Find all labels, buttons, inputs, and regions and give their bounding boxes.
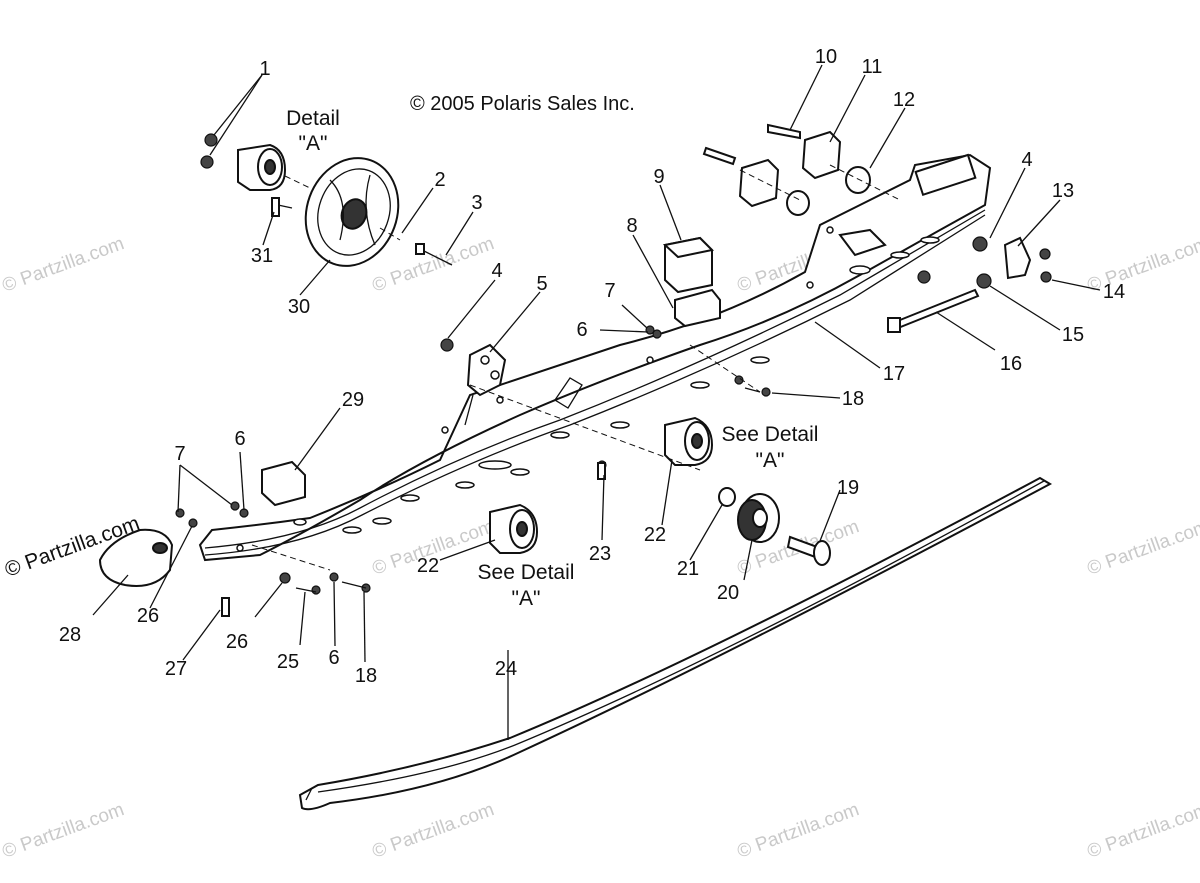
callout-16: 16 — [1000, 353, 1022, 375]
callout-labels: 1 2 3 4 4 5 6 6 6 7 7 8 9 10 11 12 13 14… — [59, 46, 1125, 687]
callout-29: 29 — [342, 389, 364, 411]
watermark: © Partzilla.com — [1085, 516, 1200, 580]
part-small-bracket — [1003, 236, 1032, 280]
callout-5: 5 — [536, 273, 547, 295]
callout-24: 24 — [495, 658, 517, 680]
callout-17: 17 — [883, 363, 905, 385]
part-long-bolt-head — [887, 317, 901, 333]
part-bushing — [845, 166, 871, 194]
callout-9: 9 — [653, 166, 664, 188]
callout-2: 2 — [434, 169, 445, 191]
callout-31: 31 — [251, 245, 273, 267]
assembly-guides — [251, 164, 901, 571]
callout-18: 18 — [355, 665, 377, 687]
part-bushing — [786, 190, 810, 216]
small-bolts — [277, 204, 761, 593]
callout-7: 7 — [604, 280, 615, 302]
detail-title-letter: "A" — [299, 132, 328, 155]
callout-19: 19 — [837, 477, 859, 499]
part-detail-bracket — [237, 143, 287, 191]
part-bracket — [466, 343, 507, 397]
part-detail-bracket — [489, 503, 539, 554]
part-cushion — [738, 158, 780, 208]
callout-28: 28 — [59, 624, 81, 646]
callout-4: 4 — [491, 260, 502, 282]
see-detail-text: See Detail — [478, 561, 575, 584]
callout-13: 13 — [1052, 180, 1074, 202]
callout-15: 15 — [1062, 324, 1084, 346]
bracket-hole — [480, 355, 490, 365]
callout-3: 3 — [471, 192, 482, 214]
callout-22: 22 — [417, 555, 439, 577]
copyright-text: © 2005 Polaris Sales Inc. — [410, 93, 635, 115]
callout-6: 6 — [576, 319, 587, 341]
watermark: © Partzilla.com — [0, 799, 127, 863]
bracket-hole — [490, 370, 500, 380]
callout-25: 25 — [277, 651, 299, 673]
callout-7: 7 — [174, 443, 185, 465]
callout-14: 14 — [1103, 281, 1125, 303]
callout-4: 4 — [1021, 149, 1032, 171]
callout-26: 26 — [226, 631, 248, 653]
callout-12: 12 — [893, 89, 915, 111]
callout-8: 8 — [626, 215, 637, 237]
watermark: © Partzilla.com — [0, 233, 127, 297]
part-bolt — [415, 243, 425, 255]
part-bolt — [767, 123, 801, 140]
part-block-top — [662, 236, 715, 259]
callout-23: 23 — [589, 543, 611, 565]
part-wear-bar — [298, 476, 1053, 811]
leader-lines — [92, 64, 1101, 740]
part-idler-wheel — [304, 157, 400, 267]
callout-6: 6 — [234, 428, 245, 450]
part-wheel — [737, 493, 780, 543]
part-washer — [718, 487, 736, 507]
part-shoulder-bolt-head — [813, 540, 831, 566]
part-ski-saddle — [98, 528, 174, 587]
part-stud — [597, 462, 606, 480]
detail-title: Detail — [286, 107, 340, 130]
callout-27: 27 — [165, 658, 187, 680]
callout-18: 18 — [842, 388, 864, 410]
watermark: © Partzilla.com — [370, 233, 497, 297]
part-slide-block — [674, 288, 721, 328]
part-detail-bracket — [664, 416, 714, 466]
callout-10: 10 — [815, 46, 837, 68]
callout-6: 6 — [328, 647, 339, 669]
callout-22: 22 — [644, 524, 666, 546]
watermark: © Partzilla.com — [1085, 799, 1200, 863]
callout-11: 11 — [862, 56, 883, 78]
callout-1: 1 — [259, 58, 270, 80]
part-pin — [221, 597, 230, 617]
part-rail — [198, 153, 992, 562]
see-detail-text: See Detail — [722, 423, 819, 446]
watermark: © Partzilla.com — [735, 799, 862, 863]
fasteners — [175, 133, 1052, 606]
callout-26: 26 — [137, 605, 159, 627]
see-detail-letter: "A" — [756, 449, 785, 472]
part-cushion — [801, 130, 842, 180]
see-detail-letter: "A" — [512, 587, 541, 610]
callout-20: 20 — [717, 582, 739, 604]
part-bolt — [271, 197, 280, 217]
watermark: © Partzilla.com — [370, 799, 497, 863]
callout-21: 21 — [677, 558, 699, 580]
watermark: © Partzilla.com — [1085, 233, 1200, 297]
part-ski-saddle-hole — [152, 542, 168, 554]
part-long-bolt — [893, 288, 980, 330]
part-bolt — [702, 146, 737, 166]
part-front-block — [261, 460, 306, 507]
callout-30: 30 — [288, 296, 310, 318]
